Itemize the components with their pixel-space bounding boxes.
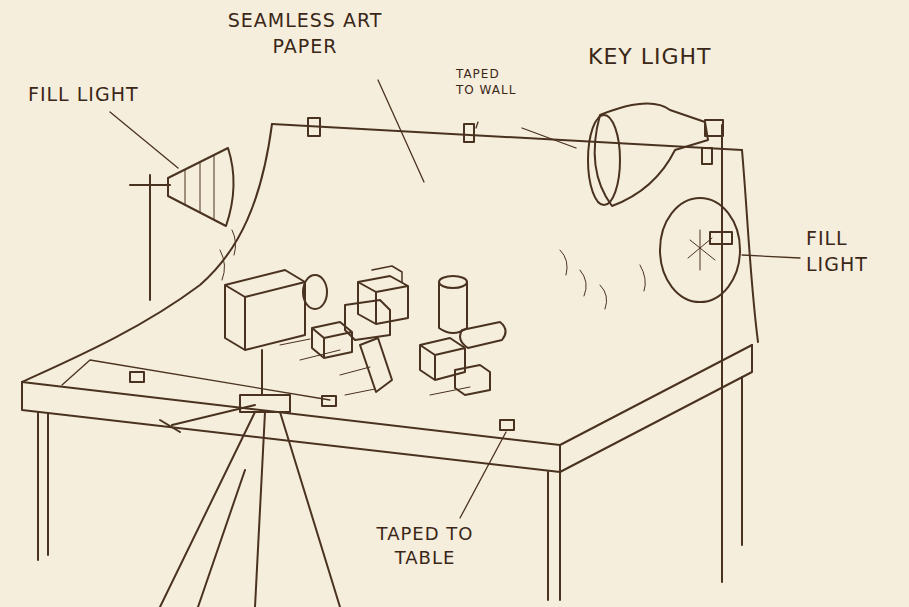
tape xyxy=(500,420,514,430)
box-object xyxy=(372,266,402,282)
label: FILL LIGHT xyxy=(806,226,898,277)
paper-right-edge xyxy=(742,150,758,342)
fill-light xyxy=(168,148,234,226)
box-object xyxy=(455,365,490,395)
box-object xyxy=(358,276,408,324)
leader-line xyxy=(476,122,576,148)
cylinder-object xyxy=(360,338,392,392)
tape xyxy=(322,396,336,406)
cylinder-object xyxy=(439,282,467,333)
tripod-head xyxy=(160,350,290,432)
label: KEY LIGHT xyxy=(588,42,712,72)
leader-line xyxy=(110,112,178,168)
tape xyxy=(130,372,144,382)
label: TAPED TO WALL xyxy=(456,66,518,98)
clamp xyxy=(705,120,723,136)
box-object xyxy=(420,338,465,380)
tape xyxy=(464,124,474,142)
cylinder-object xyxy=(439,276,467,288)
table-legs xyxy=(38,377,742,600)
object-shadows xyxy=(280,339,470,395)
tripod-legs xyxy=(160,412,340,607)
leader-line xyxy=(742,255,800,258)
paper-top-edge xyxy=(272,124,742,150)
light-stand xyxy=(721,125,723,582)
fill-light xyxy=(660,198,740,302)
label: FILL LIGHT xyxy=(28,82,139,108)
camera xyxy=(225,270,305,350)
tape xyxy=(702,148,712,164)
box-object xyxy=(345,300,390,340)
leader-line xyxy=(378,80,424,182)
label: TAPED TO TABLE xyxy=(350,522,500,571)
light-stand xyxy=(130,175,170,300)
tape xyxy=(308,118,320,136)
key-light-rim xyxy=(588,115,620,205)
clamp xyxy=(710,232,732,244)
leader-line xyxy=(460,432,506,518)
light-shading xyxy=(185,155,214,219)
camera-lens xyxy=(303,275,327,309)
cylinder-object xyxy=(460,322,506,348)
label: SEAMLESS ART PAPER xyxy=(205,8,405,59)
